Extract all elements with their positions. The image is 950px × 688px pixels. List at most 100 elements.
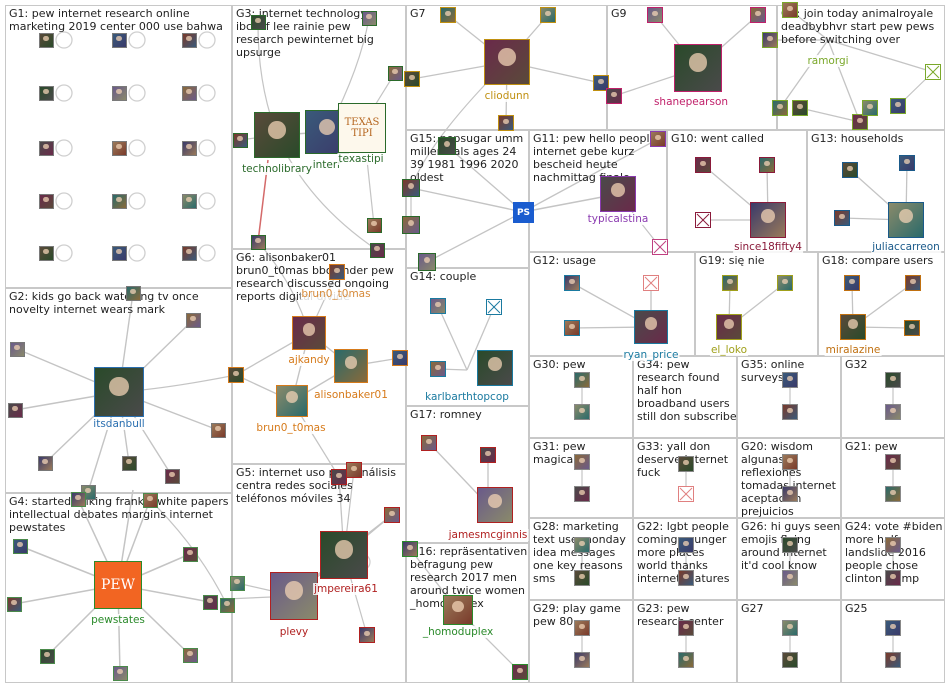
vertex-avatar xyxy=(12,538,28,554)
vertex-label-interr: interr xyxy=(311,159,343,171)
group-g29: G29: play game pew 80 xyxy=(529,600,633,683)
group-g28: G28: marketing text use monday idea mess… xyxy=(529,518,633,600)
self-loop xyxy=(128,139,146,157)
vertex-avatar xyxy=(181,32,197,48)
group-g11: G11: pew hello people internet gebe kurz… xyxy=(529,130,667,252)
group-g9: G9 xyxy=(607,5,777,130)
vertex-avatar-since18fifty4 xyxy=(750,202,786,238)
group-g34: G34: pew research found half hon broadba… xyxy=(633,356,737,438)
group-g12: G12: usage xyxy=(529,252,695,356)
vertex-avatar xyxy=(111,85,127,101)
group-label: G14: couple xyxy=(410,270,477,283)
edge xyxy=(827,39,861,123)
vertex-avatar-karlbarthtopcop xyxy=(477,350,513,386)
vertex-avatar xyxy=(7,402,23,418)
self-loop xyxy=(198,139,216,157)
self-loop xyxy=(55,31,73,49)
group-label: G13: households xyxy=(811,132,904,145)
vertex-avatar-blank xyxy=(925,64,941,80)
vertex-avatar-_homoduplex xyxy=(443,595,473,625)
vertex-avatar xyxy=(366,217,382,233)
vertex-avatar xyxy=(678,570,694,586)
vertex-avatar-ajkandy xyxy=(292,316,326,350)
vertex-avatar xyxy=(512,664,528,680)
pew-logo: PEW xyxy=(94,561,142,609)
vertex-avatar xyxy=(593,75,609,91)
vertex-avatar xyxy=(678,652,694,668)
vertex-avatar xyxy=(574,652,590,668)
group-g18: G18: compare users xyxy=(818,252,945,356)
vertex-avatar xyxy=(402,541,418,557)
self-loop xyxy=(55,192,73,210)
vertex-avatar xyxy=(842,162,858,178)
group-g22: G22: lgbt people coming younger more pla… xyxy=(633,518,737,600)
group-label: G4: started talking frankly white papers… xyxy=(9,495,229,534)
vertex-avatar xyxy=(346,462,362,478)
vertex-avatar-alisonbaker01 xyxy=(334,349,368,383)
pew-logo-text: PEW xyxy=(100,577,136,593)
vertex-avatar xyxy=(647,7,663,23)
vertex-avatar xyxy=(695,157,711,173)
vertex-avatar xyxy=(606,88,622,104)
vertex-avatar xyxy=(421,435,437,451)
vertex-avatar xyxy=(782,2,798,18)
vertex-avatar xyxy=(250,234,266,250)
vertex-avatar xyxy=(384,507,400,523)
vertex-avatar xyxy=(181,193,197,209)
vertex-avatar xyxy=(844,275,860,291)
vertex-avatar xyxy=(650,131,666,147)
vertex-label-brun0_t0mas: brun0_t0mas xyxy=(255,422,327,434)
vertex-avatar xyxy=(782,454,798,470)
self-loop xyxy=(128,244,146,262)
self-loop xyxy=(128,31,146,49)
group-label: G26: hi guys seen emojis flying around i… xyxy=(741,520,841,572)
vertex-label-since18fifty4: since18fifty4 xyxy=(733,241,803,253)
vertex-avatar xyxy=(782,652,798,668)
group-label: G5: internet uso pew análisis centra red… xyxy=(236,466,396,505)
vertex-avatar xyxy=(38,85,54,101)
vertex-avatar xyxy=(574,404,590,420)
group-label: G21: pew xyxy=(845,440,898,453)
vertex-avatar xyxy=(438,137,456,155)
vertex-avatar xyxy=(759,157,775,173)
group-g8: G8: join today animalroyale deadbybhvr s… xyxy=(777,5,945,130)
vertex-avatar xyxy=(70,491,86,507)
vertex-avatar xyxy=(9,341,25,357)
vertex-avatar-itsdanbull xyxy=(94,367,144,417)
vertex-avatar xyxy=(885,537,901,553)
group-g3: G3: internet technology ibconf lee raini… xyxy=(232,5,406,249)
self-loop xyxy=(198,31,216,49)
self-loop xyxy=(55,84,73,102)
vertex-avatar xyxy=(111,32,127,48)
group-label: G7 xyxy=(410,7,426,20)
vertex-avatar xyxy=(181,140,197,156)
group-g33: G33: yall don deserve internet fuck xyxy=(633,438,737,518)
vertex-avatar xyxy=(498,115,514,131)
vertex-avatar xyxy=(885,652,901,668)
vertex-avatar xyxy=(834,210,850,226)
group-g21: G21: pew xyxy=(841,438,945,518)
vertex-avatar xyxy=(228,367,244,383)
vertex-avatar-el_loko xyxy=(716,314,742,340)
vertex-avatar xyxy=(111,193,127,209)
group-g31: G31: pew magical xyxy=(529,438,633,518)
vertex-avatar-technolibrary xyxy=(254,112,300,158)
vertex-label-itsdanbull: itsdanbull xyxy=(92,418,146,430)
vertex-avatar-blank xyxy=(643,275,659,291)
vertex-label-miralazine: miralazine xyxy=(824,344,882,356)
vertex-avatar xyxy=(540,7,556,23)
vertex-label-ramorgi: ramorgi xyxy=(806,55,850,67)
vertex-avatar xyxy=(430,298,446,314)
ps-logo: PS xyxy=(513,202,534,223)
vertex-avatar xyxy=(404,71,420,87)
vertex-avatar xyxy=(361,10,377,26)
vertex-avatar-miralazine xyxy=(840,314,866,340)
self-loop xyxy=(198,192,216,210)
vertex-avatar xyxy=(885,620,901,636)
vertex-avatar xyxy=(782,570,798,586)
vertex-avatar xyxy=(862,100,878,116)
vertex-avatar xyxy=(392,350,408,366)
vertex-avatar-plevy xyxy=(270,572,318,620)
vertex-avatar-blank xyxy=(486,299,502,315)
vertex-avatar xyxy=(574,372,590,388)
